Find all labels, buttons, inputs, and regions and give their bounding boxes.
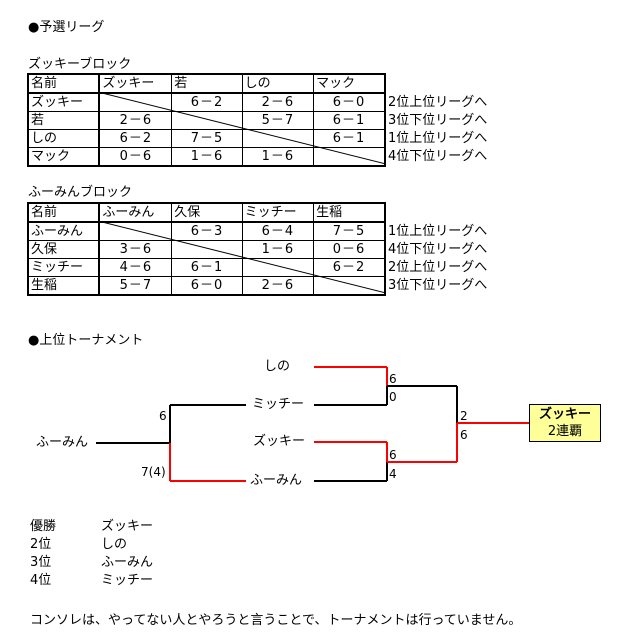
block-1-result: 2位上位リーグへ	[388, 95, 488, 110]
score-label: 7(4)	[141, 465, 166, 479]
player-name: ふーみん	[27, 221, 101, 241]
player-name: マック	[27, 147, 101, 167]
player-name: 生稲	[27, 276, 101, 296]
rank-name: ミッチー	[101, 573, 154, 588]
rank-name: しの	[101, 537, 128, 552]
champion-box: ズッキー 2連覇	[529, 404, 601, 442]
player-name: しの	[27, 129, 101, 148]
champion-subtitle: 2連覇	[547, 424, 583, 439]
block-1-result: 1位上位リーグへ	[388, 131, 488, 146]
block-2-result: 2位上位リーグへ	[388, 260, 488, 275]
block-1-result: 4位下位リーグへ	[388, 149, 488, 164]
table-header-row: 名前 ズッキー 若 しの マック	[27, 73, 386, 94]
rank-place: 3位	[30, 555, 52, 570]
score-label: 4	[389, 467, 397, 481]
score-label: 6	[460, 428, 468, 442]
header-cell: 名前	[27, 73, 101, 94]
player-name: ズッキー	[27, 92, 101, 112]
footer-note: コンソレは、やってない人とやろうと言うことで、トーナメントは行っていません。	[30, 613, 522, 628]
block-2-result: 4位下位リーグへ	[388, 242, 488, 257]
score-label: 2	[460, 409, 468, 423]
rank-name: ふーみん	[101, 555, 154, 570]
player-fumin-seed: ふーみん	[36, 435, 89, 450]
header-cell: しの	[241, 73, 315, 94]
block-1-result: 3位下位リーグへ	[388, 113, 488, 128]
header-cell: 名前	[27, 202, 101, 223]
table-header-row: 名前 ふーみん 久保 ミッチー 生稲	[27, 202, 386, 223]
player-zukky: ズッキー	[253, 434, 306, 449]
prelim-section-title: ●予選リーグ	[28, 20, 105, 35]
ranking-row: 4位 ミッチー	[30, 572, 153, 590]
champion-name: ズッキー	[538, 407, 591, 422]
rank-place: 2位	[30, 537, 52, 552]
ranking-row: 3位 ふーみん	[30, 554, 153, 572]
header-cell: 久保	[171, 202, 243, 223]
tournament-section-title: ●上位トーナメント	[28, 333, 144, 348]
score-label: 6	[159, 409, 167, 423]
score-label: 6	[389, 372, 397, 386]
player-name: 久保	[27, 240, 101, 259]
score-label: 6	[389, 448, 397, 462]
rank-place: 4位	[30, 573, 52, 588]
player-name: ミッチー	[27, 258, 101, 277]
ranking-row: 優勝 ズッキー	[30, 518, 153, 536]
rank-place: 優勝	[30, 519, 57, 534]
player-fumin: ふーみん	[250, 473, 303, 488]
block-2-result: 1位上位リーグへ	[388, 224, 488, 239]
ranking-row: 2位 しの	[30, 536, 127, 554]
block-2-result: 3位下位リーグへ	[388, 278, 488, 293]
score-label: 0	[389, 390, 397, 404]
rank-name: ズッキー	[101, 519, 154, 534]
player-shino: しの	[264, 359, 291, 374]
player-mitchy: ミッチー	[252, 397, 305, 412]
block-2-title: ふーみんブロック	[28, 185, 133, 200]
block-1-title: ズッキーブロック	[28, 57, 132, 72]
